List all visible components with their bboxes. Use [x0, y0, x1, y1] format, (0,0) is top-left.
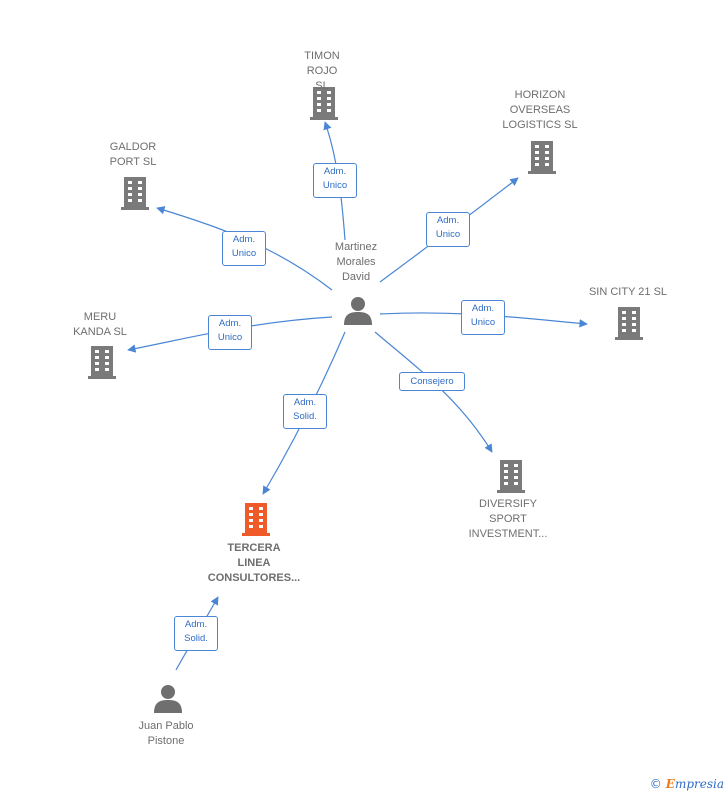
company-label-horizon[interactable]: HORIZON OVERSEAS LOGISTICS SL [502, 89, 578, 131]
focus-building-icon [242, 503, 270, 536]
person-label-center[interactable]: Martinez Morales David [334, 241, 378, 283]
company-label-tercera[interactable]: TERCERA LINEA CONSULTORES... [207, 542, 301, 584]
company-label-timon[interactable]: TIMON ROJO SL [304, 50, 340, 92]
company-label-galdor[interactable]: GALDOR PORT SL [109, 141, 157, 168]
relation-badge-meru: Adm. Unico [208, 315, 252, 350]
person-icon [154, 685, 182, 713]
brand-logo: ©Empresia [650, 777, 724, 791]
copyright-icon: © [649, 777, 662, 791]
person-label-juan[interactable]: Juan Pablo Pistone [138, 720, 194, 747]
brand-name: mpresia [674, 777, 724, 791]
company-label-sincity[interactable]: SIN CITY 21 SL [588, 286, 668, 298]
relation-badge-juan: Adm. Solid. [174, 616, 218, 651]
company-label-meru[interactable]: MERU KANDA SL [73, 311, 127, 338]
relation-badge-tercera: Adm. Solid. [283, 394, 327, 429]
building-icon [121, 177, 149, 210]
relation-badge-galdor: Adm. Unico [222, 231, 266, 266]
person-icon [344, 297, 372, 325]
relation-badge-sincity: Adm. Unico [461, 300, 505, 335]
relation-badge-timon: Adm. Unico [313, 163, 357, 198]
building-icon [497, 460, 525, 493]
relation-badge-diversify: Consejero [399, 372, 465, 391]
edge-diversify [374, 331, 493, 453]
building-icon [88, 346, 116, 379]
brand-initial: E [665, 777, 675, 791]
company-label-diversify[interactable]: DIVERSIFY SPORT INVESTMENT... [468, 498, 548, 540]
building-icon [615, 307, 643, 340]
building-icon [528, 141, 556, 174]
relation-badge-horizon: Adm. Unico [426, 212, 470, 247]
